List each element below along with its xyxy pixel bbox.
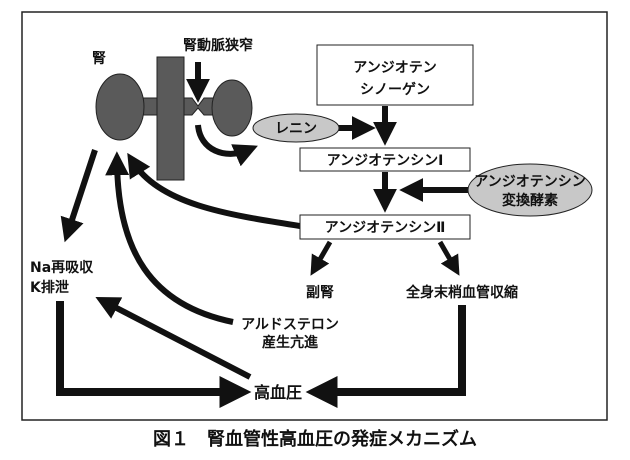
aldosterone-label-line1: アルドステロン [241, 317, 339, 333]
ace-label-line2: 変換酵素 [502, 192, 558, 209]
kidney-label: 腎 [92, 51, 106, 67]
aldosterone-label-line2: 産生亢進 [262, 334, 318, 351]
vasoconstriction-label: 全身末梢血管収縮 [405, 284, 518, 301]
ang2-to-kidney-arrow [127, 152, 301, 229]
angiotensin1-box [299, 147, 471, 172]
arrows [56, 62, 470, 408]
na-reabsorption-label: Na再吸収 [30, 259, 94, 276]
angiotensinogen-box [316, 44, 474, 106]
hypertension-label: 高血圧 [254, 383, 302, 402]
to-vasoconstriction-arrow [437, 240, 460, 276]
aldosterone-to-kidney-arrow [105, 151, 234, 325]
angiotensinogen-label-line1: アンジオテン [353, 60, 436, 76]
stenosis-label: 腎動脈狭窄 [183, 37, 253, 54]
renin-release-arrow [195, 124, 258, 167]
to-adrenal-arrow [310, 240, 333, 276]
aorta [156, 56, 185, 181]
angiotensinogen-label-line2: シノーゲン [360, 81, 430, 98]
renin-label: レニン [275, 121, 317, 137]
na-to-hypertension-arrow [56, 301, 252, 408]
kidney-to-na-arrow [60, 149, 98, 243]
renin-ellipse [252, 113, 340, 143]
left-kidney [95, 73, 145, 141]
hypertension-to-na-arrow [95, 297, 252, 380]
right-kidney [211, 79, 253, 137]
angiotensin2-box [299, 214, 471, 240]
k-excretion-label: K排泄 [30, 279, 69, 296]
ace-label-line1: アンジオテンシン [474, 174, 585, 190]
ace-ellipse [467, 163, 593, 217]
vasoconstriction-to-hypertension-arrow [305, 305, 466, 408]
adrenal-label: 副腎 [306, 285, 334, 301]
angiotensin1-label: アンジオテンシンⅠ [327, 153, 444, 169]
angiotensin2-label: アンジオテンシンⅡ [325, 220, 446, 236]
figure-caption: 図１ 腎血管性高血圧の発症メカニズム [153, 428, 477, 450]
